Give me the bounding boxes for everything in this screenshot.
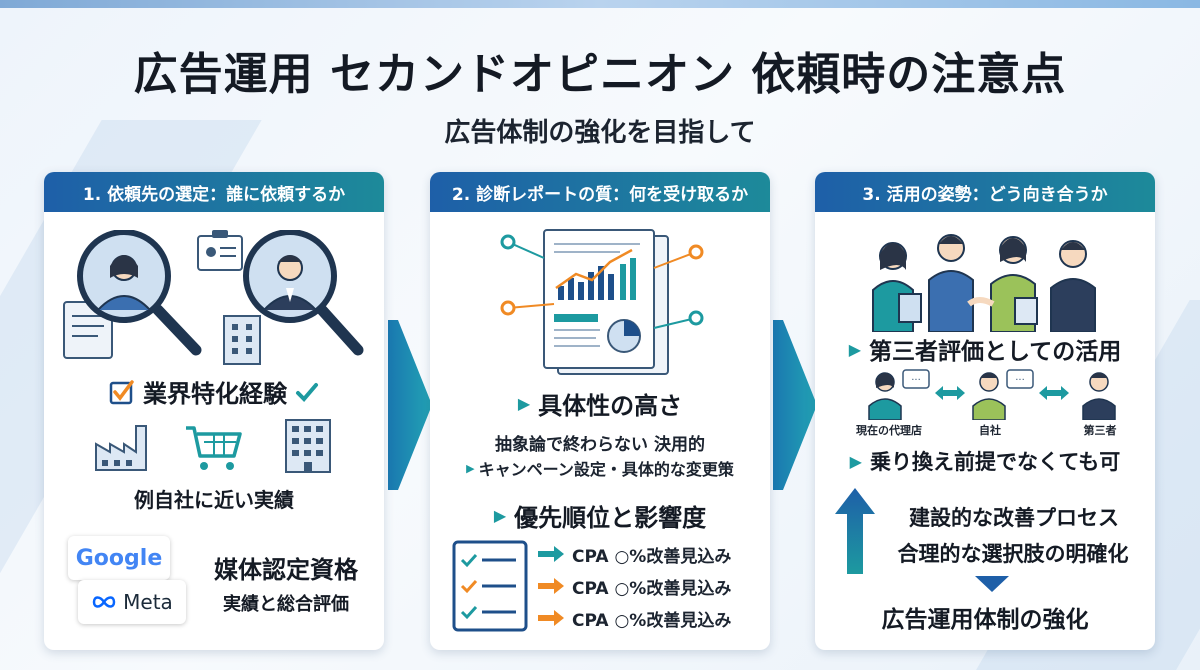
media-certification-label: 媒体認定資格 [214,556,358,584]
panel-header: 3. 活用の姿勢：どう向き合うか [815,172,1155,212]
no-switch-required-row: ▶ 乗り換え前提でなくても可 [815,446,1155,476]
meta-logo-text: Meta [123,590,173,614]
rational-options-label: 合理的な選択肢の明確化 [897,542,1129,566]
priority-row: ▶ 優先順位と影響度 [430,498,770,533]
office-building-icon [285,419,331,473]
panel-header: 2. 診断レポートの質：何を受け取るか [430,172,770,212]
svg-text:···: ··· [911,375,921,386]
right-arrow-icon [538,546,564,562]
triangle-bullet-icon: ▶ [493,506,507,525]
right-arrow-icon [538,610,564,626]
down-triangle-icon [975,576,1009,592]
strengthened-operations-label: 広告運用体制の強化 [881,607,1089,633]
google-logo: Google [68,536,170,580]
bidirectional-arrow-icon [1039,386,1069,400]
specificity-line-1: 抽象論で終わらない 決用的 [495,435,705,455]
flow-arrow-icon [388,320,432,490]
panel-report-quality: 2. 診断レポートの質：何を受け取るか ▶ 具体性の高さ 抽象論で終わらな [430,172,770,650]
svg-text:···: ··· [1015,375,1025,386]
constructive-process-label: 建設的な改善プロセス [909,506,1119,530]
own-company-person-icon: ··· [972,369,1034,420]
improvement-item-label: CPA ○%改善見込み [572,610,732,631]
improvement-item: CPA ○%改善見込み [538,606,732,631]
triangle-bullet-icon: ▶ [466,461,475,475]
triangle-bullet-icon: ▶ [517,394,531,413]
third-party-evaluation-label: 第三者評価としての活用 [869,339,1122,365]
specificity-label: 具体性の高さ [538,392,683,420]
meta-infinity-icon [92,596,116,608]
third-party-evaluation-row: ▶ 第三者評価としての活用 [815,332,1155,366]
factory-icon [95,425,147,471]
triangle-bullet-icon: ▶ [848,339,861,359]
meeting-people-icon [872,234,1096,332]
industry-experience-label: 業界特化経験 [143,380,287,408]
meta-logo: Meta [78,580,186,624]
google-logo-text: Google [75,545,163,571]
search-candidates-icon [63,230,364,365]
improvement-item: CPA ○%改善見込み [538,574,732,599]
industry-experience-row: 業界特化経験 [44,374,384,409]
specificity-line-2-row: ▶ キャンペーン設定・具体的な変更策 [430,456,770,480]
improvement-item-label: CPA ○%改善見込み [572,546,732,567]
overall-evaluation-caption: 実績と総合評価 [223,594,349,615]
page-subtitle: 広告体制の強化を目指して [444,118,756,148]
page-title: 広告運用 セカンドオピニオン 依頼時の注意点 [133,49,1067,100]
bidirectional-arrow-icon [935,386,965,400]
checkbox-checked-icon [109,379,134,404]
specificity-row: ▶ 具体性の高さ [430,386,770,421]
right-arrow-icon [538,578,564,594]
checklist-icon [452,540,528,632]
panel-usage-attitude: 3. 活用の姿勢：どう向き合うか ▶ 第三者評価としての活用 [815,172,1155,650]
shopping-cart-icon [186,426,242,470]
flow-arrow-icon [773,320,817,490]
top-accent-strip [0,0,1200,8]
up-arrow-icon [835,488,875,574]
similar-track-record-caption: 例自社に近い実績 [134,488,294,512]
report-document-icon [500,229,704,375]
own-company-label: 自社 [979,424,1001,437]
check-icon [296,382,318,402]
improvement-item-label: CPA ○%改善見込み [572,578,732,599]
third-party-person-icon [1082,372,1116,420]
third-party-label: 第三者 [1083,424,1117,437]
panel-header: 1. 依頼先の選定：誰に依頼するか [44,172,384,212]
specificity-line-2: キャンペーン設定・具体的な変更策 [478,460,734,479]
panel-vendor-selection: 1. 依頼先の選定：誰に依頼するか [44,172,384,650]
current-agency-person-icon: ··· [868,369,930,420]
triangle-bullet-icon: ▶ [849,451,862,471]
improvement-item: CPA ○%改善見込み [538,542,732,567]
priority-impact-label: 優先順位と影響度 [514,504,707,532]
no-switch-required-label: 乗り換え前提でなくても可 [869,450,1121,474]
current-agency-label: 現在の代理店 [856,424,922,437]
